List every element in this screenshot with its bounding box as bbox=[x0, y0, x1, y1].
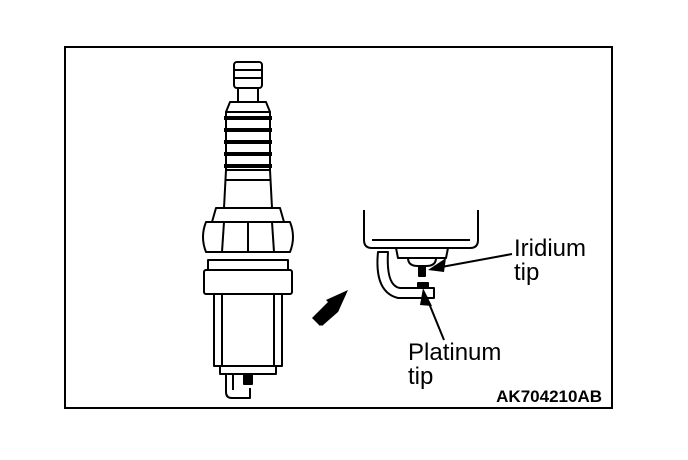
spark-plug-illustration bbox=[202, 61, 294, 399]
figure-frame bbox=[64, 46, 613, 409]
iridium-tip-part bbox=[418, 265, 426, 277]
electrode-detail bbox=[363, 210, 479, 299]
zoom-direction-arrow bbox=[312, 290, 348, 326]
iridium-label-line1: Iridium bbox=[514, 235, 586, 262]
platinum-label-line1: Platinum bbox=[408, 339, 501, 366]
platinum-label-line2: tip bbox=[408, 363, 433, 390]
platinum-tip-part bbox=[417, 282, 429, 289]
iridium-label-line2: tip bbox=[514, 259, 539, 286]
platinum-leader bbox=[420, 288, 445, 341]
figure-code: AK704210AB bbox=[496, 387, 602, 406]
iridium-leader bbox=[428, 253, 513, 272]
